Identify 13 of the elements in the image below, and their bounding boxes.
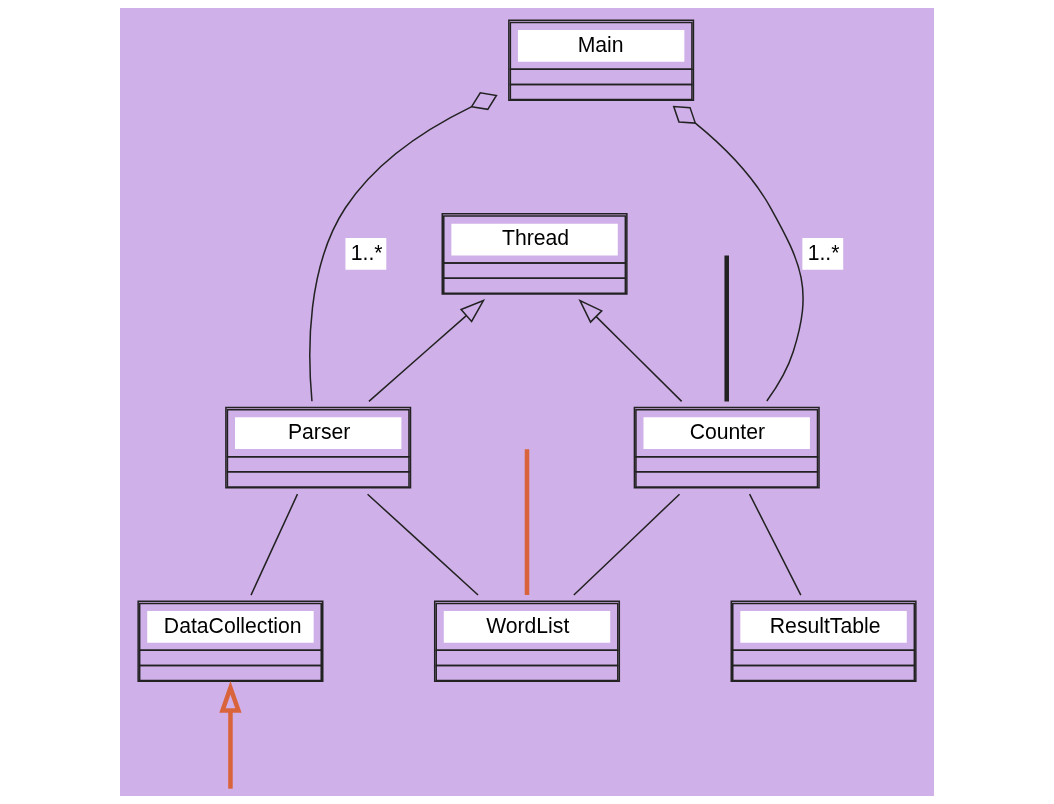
connector <box>524 449 530 596</box>
arrow <box>219 680 242 789</box>
connector <box>748 493 802 596</box>
connector <box>573 493 681 596</box>
connector <box>250 493 299 596</box>
connector <box>366 493 479 596</box>
edge-label: 1..* <box>350 241 383 265</box>
connector <box>672 105 804 402</box>
connector <box>309 92 498 402</box>
arrow <box>368 299 486 403</box>
arrow <box>578 298 683 403</box>
connector <box>724 255 729 402</box>
edge-label: 1..* <box>807 241 840 265</box>
